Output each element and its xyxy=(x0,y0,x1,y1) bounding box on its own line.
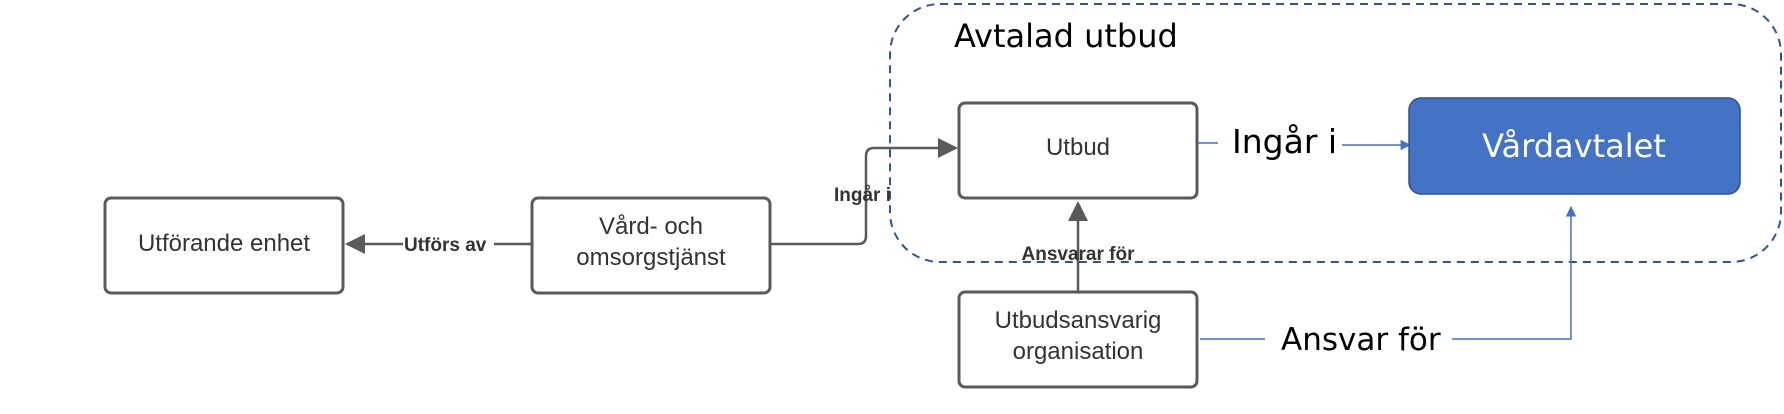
blue-edge-label-ansvar-for: Ansvar för xyxy=(1281,322,1441,358)
blue-edge-ansvar-for-right xyxy=(1452,205,1577,340)
node-utbud-label: Utbud xyxy=(1046,134,1110,161)
edge-ingar-i-path xyxy=(771,138,958,246)
node-vard-omsorgstjanst xyxy=(530,196,772,295)
node-vard-omsorgstjanst-label-2: omsorgstjänst xyxy=(576,244,726,271)
edge-label-utfors-av: Utförs av xyxy=(404,235,487,256)
node-vardavtalet xyxy=(1408,97,1741,195)
node-utforande-enhet-label: Utförande enhet xyxy=(138,230,310,257)
node-utbudsansvarig-label-2: organisation xyxy=(1013,338,1144,365)
node-utbudsansvarig-label-1: Utbudsansvarig xyxy=(995,307,1162,334)
edge-label-ansvarar-for: Ansvarar för xyxy=(1022,244,1136,265)
node-vard-omsorgstjanst-label-1: Vård- och xyxy=(599,213,703,240)
group-label: Avtalad utbud xyxy=(954,17,1178,55)
node-utbudsansvarig-organisation xyxy=(957,290,1199,389)
node-utforande-enhet xyxy=(103,196,345,295)
node-vardavtalet-label: Vårdavtalet xyxy=(1482,127,1666,165)
group-avtalad-utbud xyxy=(889,3,1782,263)
blue-edge-label-ingar-i: Ingår i xyxy=(1232,122,1337,161)
edge-label-ingar-i: Ingår i xyxy=(834,185,891,206)
node-utbud xyxy=(957,101,1199,200)
